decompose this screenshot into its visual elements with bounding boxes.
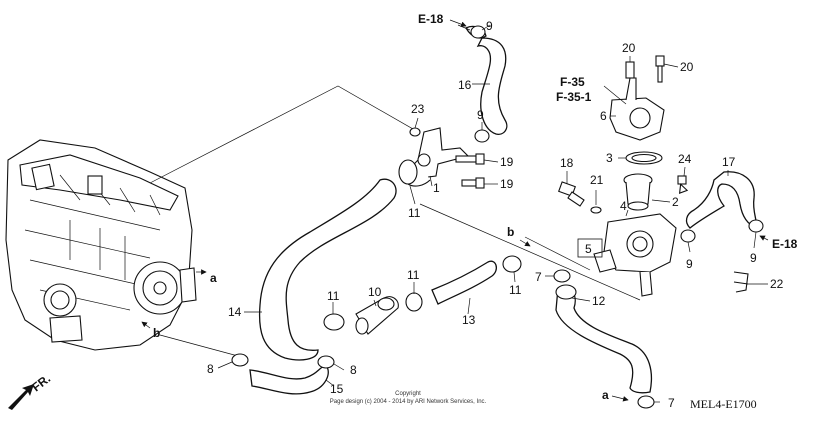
thermostat-cover-6 (609, 61, 665, 141)
hose-15 (249, 365, 329, 395)
ref-f35-1: F-35-1 (556, 90, 592, 104)
callout-1: 1 (433, 181, 440, 195)
hose-13 (431, 260, 498, 305)
callout-10: 10 (368, 285, 382, 299)
callout-14: 14 (228, 305, 242, 319)
clamp-11-c (405, 292, 423, 312)
gasket-5 (593, 249, 617, 273)
clamp-8-a (231, 353, 249, 367)
callout-17: 17 (722, 155, 736, 169)
clamp-9-top (470, 25, 486, 39)
callout-11-d: 11 (509, 283, 522, 297)
callout-5: 5 (585, 242, 592, 256)
callout-3: 3 (606, 151, 613, 165)
thermostat (623, 173, 653, 211)
callout-2: 2 (672, 195, 679, 209)
washer-21 (590, 206, 602, 214)
clamp-9-mid (474, 129, 490, 143)
clamp-9-r2 (748, 219, 764, 233)
clamp-11-a (398, 159, 418, 185)
callout-8-b: 8 (350, 363, 357, 377)
hose-14 (258, 178, 397, 361)
callout-7-b: 7 (668, 396, 675, 410)
callout-18: 18 (560, 156, 574, 170)
callout-15: 15 (330, 382, 344, 396)
callout-13: 13 (462, 313, 476, 327)
callout-9-top: 9 (486, 19, 493, 33)
callout-20-b: 20 (680, 60, 694, 74)
copyright-line-2: Page design (c) 2004 - 2014 by ARI Netwo… (330, 399, 487, 405)
sensor-18 (558, 181, 585, 207)
callout-20-a: 20 (622, 41, 636, 55)
clamp-8-b (317, 355, 335, 369)
callout-8-a: 8 (207, 362, 214, 376)
callout-4: 4 (620, 199, 627, 213)
callout-11-a: 11 (408, 206, 421, 220)
bolt-20 (655, 55, 665, 83)
callout-21: 21 (590, 173, 604, 187)
clamp-11-b (323, 313, 345, 331)
callout-7-a: 7 (535, 270, 542, 284)
ref-f35: F-35 (560, 75, 585, 89)
callout-16: 16 (458, 78, 472, 92)
clamp-7-b (637, 395, 655, 409)
ref-e18-top: E-18 (418, 12, 444, 26)
clamp-9-r1 (680, 229, 696, 243)
hose-clamps (231, 25, 764, 409)
clamp-11-d (502, 255, 522, 273)
hose-17 (685, 171, 758, 229)
bolt-19-b (461, 177, 485, 189)
o-ring-3-inner (631, 153, 657, 163)
washer-23 (409, 127, 421, 137)
callout-5-box (577, 238, 603, 258)
hose-16 (476, 37, 508, 135)
callout-9-mid: 9 (477, 108, 484, 122)
connector-b-engine: b (153, 326, 160, 340)
front-arrow-label: FR. (29, 371, 53, 394)
bolt-19-a (455, 153, 485, 165)
connector-a-engine: a (210, 271, 217, 285)
water-pipe-10 (355, 296, 399, 335)
front-arrow-icon (8, 384, 34, 410)
callout-22: 22 (770, 277, 784, 291)
copyright-line-1: Copyright (395, 391, 421, 397)
callout-9-r1: 9 (686, 257, 693, 271)
callout-11-b: 11 (327, 289, 340, 303)
connector-a-bottom: a (602, 388, 609, 402)
ref-e18-right: E-18 (772, 237, 798, 251)
callout-19-b: 19 (500, 177, 514, 191)
hose-12 (555, 286, 653, 394)
callout-11-c: 11 (407, 268, 420, 282)
callout-24: 24 (678, 152, 692, 166)
connector-b-mid: b (507, 225, 514, 239)
connector-arrows (141, 19, 769, 402)
callout-9-r2: 9 (750, 251, 757, 265)
clip-22 (733, 271, 749, 293)
callout-19-a: 19 (500, 155, 514, 169)
leader-lines (217, 24, 768, 403)
callout-12: 12 (592, 294, 606, 308)
callout-23: 23 (411, 102, 425, 116)
clamp-7-a (553, 269, 571, 283)
connector-lines (149, 85, 641, 357)
thermostat-housing (603, 213, 677, 297)
diagram-code: MEL4-E1700 (690, 397, 757, 411)
engine-assembly (5, 139, 197, 351)
callout-6: 6 (600, 109, 607, 123)
hose-12-collar (555, 284, 577, 300)
bolt-24 (677, 175, 689, 194)
